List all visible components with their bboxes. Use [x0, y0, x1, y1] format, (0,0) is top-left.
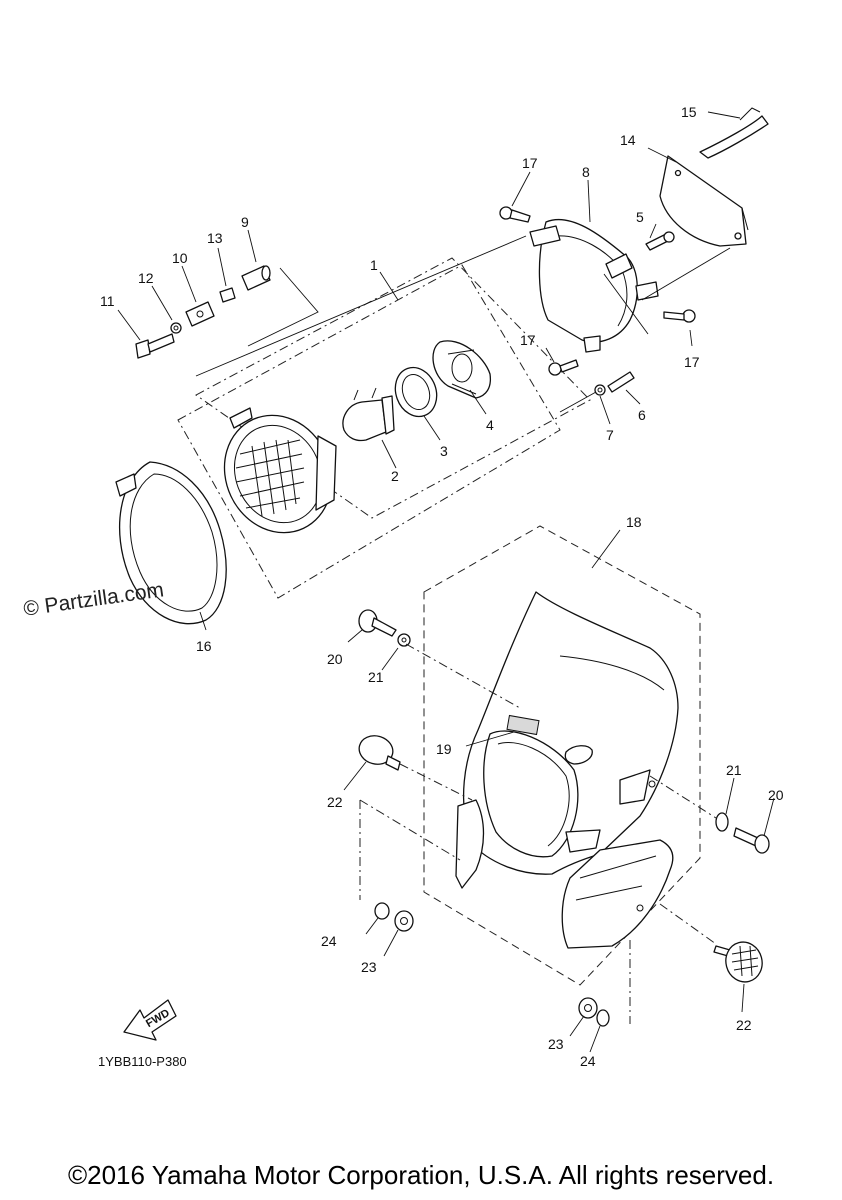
leader-lines	[117, 111, 775, 1053]
copyright-notice: ©2016 Yamaha Motor Corporation, U.S.A. A…	[67, 1160, 775, 1190]
assembly-lines	[195, 235, 731, 1024]
diagram-code: 1YBB110-P380	[98, 1054, 187, 1069]
adjuster-collar-part	[241, 265, 271, 291]
cable-tie-part	[699, 107, 769, 159]
callout-22-right: 22	[736, 1017, 752, 1033]
knob-22-left	[358, 735, 401, 771]
callout-10: 10	[172, 250, 188, 266]
callout-13: 13	[207, 230, 223, 246]
bracket-plate-part	[659, 155, 749, 247]
collar-pin-part	[219, 287, 236, 303]
headlight-cover-part	[455, 591, 679, 949]
callout-11: 11	[100, 293, 115, 309]
callout-labels: 1 2 3 4 5 6 7 8 9 10 11 12 13 14 15 16 1…	[100, 104, 784, 1069]
group-outline-headlight-unit	[177, 264, 561, 599]
bulb-holder-ring-part	[394, 366, 438, 418]
socket-cover-part	[432, 340, 492, 399]
bolt-11	[135, 333, 175, 359]
bolt-20-left	[358, 609, 397, 637]
nut-23-left	[394, 910, 414, 932]
callout-6: 6	[638, 407, 646, 423]
callout-17-middle: 17	[520, 332, 536, 348]
grommet-part	[185, 301, 215, 327]
callout-20-right: 20	[768, 787, 784, 803]
headlight-bracket-part	[529, 218, 659, 353]
screw-17-top	[499, 206, 531, 223]
callout-9: 9	[241, 214, 249, 230]
screw-6	[607, 371, 635, 393]
callout-18: 18	[626, 514, 642, 530]
washer-12	[170, 322, 182, 334]
callout-4: 4	[486, 417, 494, 433]
callout-15: 15	[681, 104, 697, 120]
washer-21-right	[715, 812, 729, 832]
callout-1: 1	[370, 257, 378, 273]
callout-12: 12	[138, 270, 154, 286]
callout-21-right: 21	[726, 762, 742, 778]
washer-21-left	[397, 633, 411, 647]
washer-24-left	[374, 902, 390, 920]
screw-17-right	[663, 309, 696, 323]
washer-7	[594, 384, 606, 396]
callout-3: 3	[440, 443, 448, 459]
callout-22-left: 22	[327, 794, 343, 810]
callout-21-left: 21	[368, 669, 384, 685]
nut-23-right	[578, 997, 598, 1019]
callout-19: 19	[436, 741, 452, 757]
headlight-bulb-part	[342, 387, 395, 442]
knob-22-right	[713, 941, 763, 983]
callout-23-left: 23	[361, 959, 377, 975]
screw-5	[645, 231, 675, 251]
washer-24-right	[596, 1009, 610, 1027]
callout-23-right: 23	[548, 1036, 564, 1052]
callout-7: 7	[606, 427, 614, 443]
callout-2: 2	[391, 468, 399, 484]
screw-17-middle	[548, 359, 579, 376]
callout-8: 8	[582, 164, 590, 180]
callout-16: 16	[196, 638, 212, 654]
callout-17-top: 17	[522, 155, 538, 171]
callout-20-left: 20	[327, 651, 343, 667]
forward-direction-arrow-icon: FWD	[123, 999, 177, 1041]
headlight-rim-part	[115, 461, 227, 625]
callout-24-right: 24	[580, 1053, 596, 1069]
headlight-lens-part	[223, 407, 337, 534]
group-outline-headlight-cover	[423, 525, 701, 986]
callout-17-right: 17	[684, 354, 700, 370]
callout-5: 5	[636, 209, 644, 225]
callout-14: 14	[620, 132, 636, 148]
bolt-20-right	[733, 827, 770, 854]
callout-24-left: 24	[321, 933, 337, 949]
